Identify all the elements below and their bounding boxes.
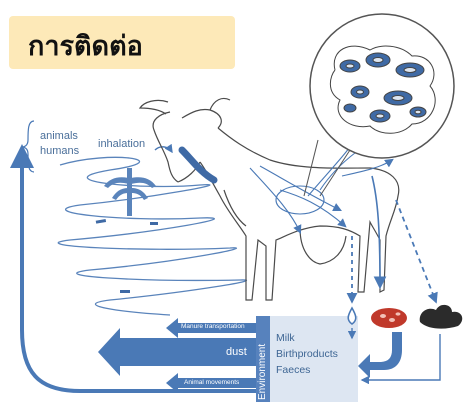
dust-arrow: [98, 328, 256, 376]
magnifier-line: [303, 139, 319, 197]
cells-icon: [329, 45, 436, 134]
brace: [21, 120, 35, 173]
faeces-arrow: [395, 199, 438, 304]
magnifier-line: [319, 149, 351, 197]
magnified-circle: [309, 13, 455, 159]
faeces-return-line: [360, 334, 441, 385]
page-title: การติดต่อ: [28, 31, 143, 62]
goat-throat: [178, 146, 218, 184]
lungs-icon: [104, 168, 156, 216]
label-manure-transportation: Manure transportation: [181, 323, 245, 330]
dust-spiral: [57, 156, 248, 316]
environment-box: [258, 316, 358, 402]
inhalation-arrow: [154, 143, 173, 154]
animal-movements-arrow: [166, 373, 256, 393]
title-box: [9, 16, 235, 69]
goat-outline: [138, 97, 400, 301]
faeces-icon: [419, 304, 463, 329]
particle: [120, 290, 130, 293]
environment-bar: [256, 316, 270, 402]
label-inhalation: inhalation: [98, 138, 146, 150]
placenta-icon: [371, 308, 407, 328]
label-humans: humans: [40, 145, 80, 157]
label-milk: Milk: [276, 332, 295, 344]
label-environment: Environment: [257, 343, 268, 400]
label-dust: dust: [226, 346, 247, 358]
label-faeces: Faeces: [276, 364, 311, 376]
label-animal-movements: Animal movements: [184, 379, 240, 386]
birthproducts-arrow: [358, 332, 402, 378]
label-birthproducts: Birthproducts: [276, 348, 338, 360]
milk-drop-icon: [347, 306, 357, 325]
return-arrow: [9, 144, 256, 393]
label-animals: animals: [40, 130, 78, 142]
particle: [150, 222, 158, 225]
manure-transportation-arrow: [166, 318, 256, 338]
particle: [95, 218, 107, 224]
